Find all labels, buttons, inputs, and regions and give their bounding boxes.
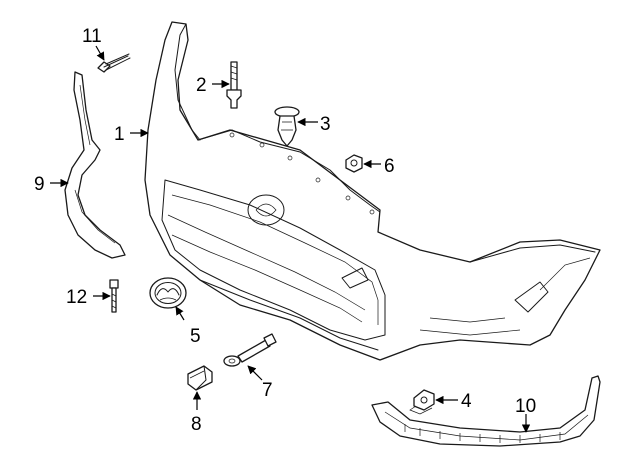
leader-lines [50,45,531,433]
callout-12: 12 [66,287,87,308]
lower-valance-icon [371,375,601,447]
callout-7: 7 [262,380,273,401]
side-bracket-icon [64,71,126,259]
sensor-bracket-bolt-icon [223,333,277,367]
nut-icon [345,154,363,173]
callout-4: 4 [461,391,472,412]
callout-1: 1 [114,124,125,145]
bracket-icon [187,365,213,391]
callout-6: 6 [384,156,395,177]
callout-2: 2 [196,75,207,96]
stud-bolt-icon [109,279,119,313]
callout-5: 5 [190,326,201,347]
bolt-icon [226,61,242,109]
push-pin-retainer-icon [274,106,300,147]
leader-11 [95,45,105,61]
clip-nut-icon [409,389,435,415]
callout-11: 11 [82,26,102,47]
leader-7 [247,365,263,381]
bumper-cover-icon [144,21,601,361]
callout-10: 10 [515,396,536,417]
callout-3: 3 [320,114,331,135]
callout-8: 8 [191,414,202,435]
screw-icon [97,53,131,73]
leader-5 [175,306,185,321]
callout-9: 9 [34,174,45,195]
emblem-icon [149,277,187,309]
